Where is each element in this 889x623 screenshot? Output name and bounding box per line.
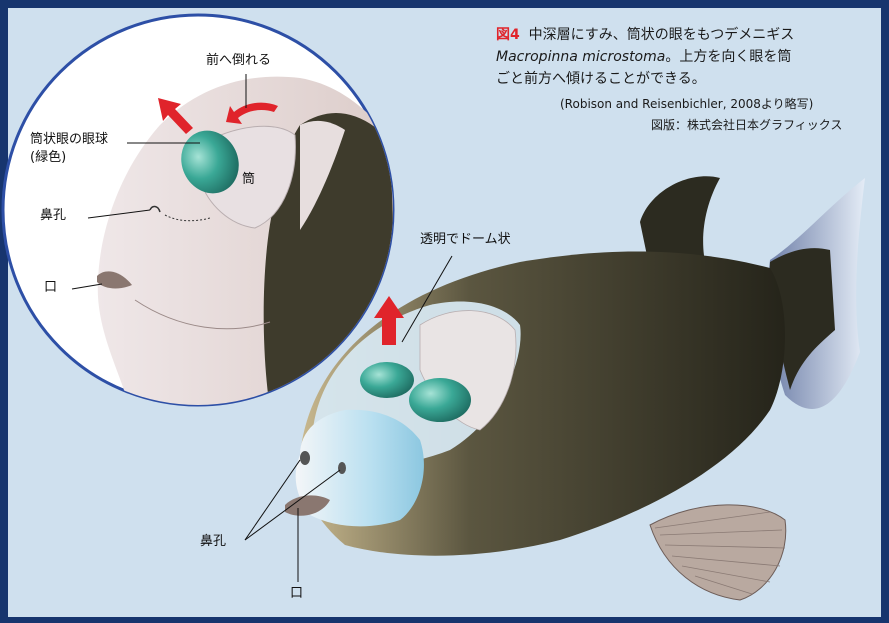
label-dome: 透明でドーム状 <box>420 232 511 248</box>
caption-credit: 図版：株式会社日本グラフィックス <box>651 117 842 133</box>
label-eyeball-color: (緑色) <box>30 150 66 166</box>
figure-number: 図4 <box>496 27 520 43</box>
label-mouth-main: 口 <box>290 586 303 602</box>
label-nostril-main: 鼻孔 <box>200 534 226 550</box>
main-eye-left <box>360 362 414 398</box>
caption-line-2: Macropinna microstoma。上方を向く眼を筒 <box>496 48 791 67</box>
label-mouth-inset: 口 <box>44 280 57 296</box>
main-eye-right <box>409 378 471 422</box>
label-tube: 筒 <box>242 172 255 188</box>
label-tilt-forward: 前へ倒れる <box>206 53 271 69</box>
caption-text-1: 中深層にすみ、筒状の眼をもつデメニギス <box>529 27 795 43</box>
label-eyeball: 筒状眼の眼球 <box>30 132 108 148</box>
caption-line-1: 図4 中深層にすみ、筒状の眼をもつデメニギス <box>496 26 794 45</box>
species-name: Macropinna microstoma <box>496 49 665 65</box>
label-nostril-inset: 鼻孔 <box>40 208 66 224</box>
caption-text-2: 。上方を向く眼を筒 <box>665 49 791 65</box>
caption-source: (Robison and Reisenbichler, 2008より略写) <box>560 96 813 112</box>
caption-line-3: ごと前方へ傾けることができる。 <box>496 70 706 89</box>
